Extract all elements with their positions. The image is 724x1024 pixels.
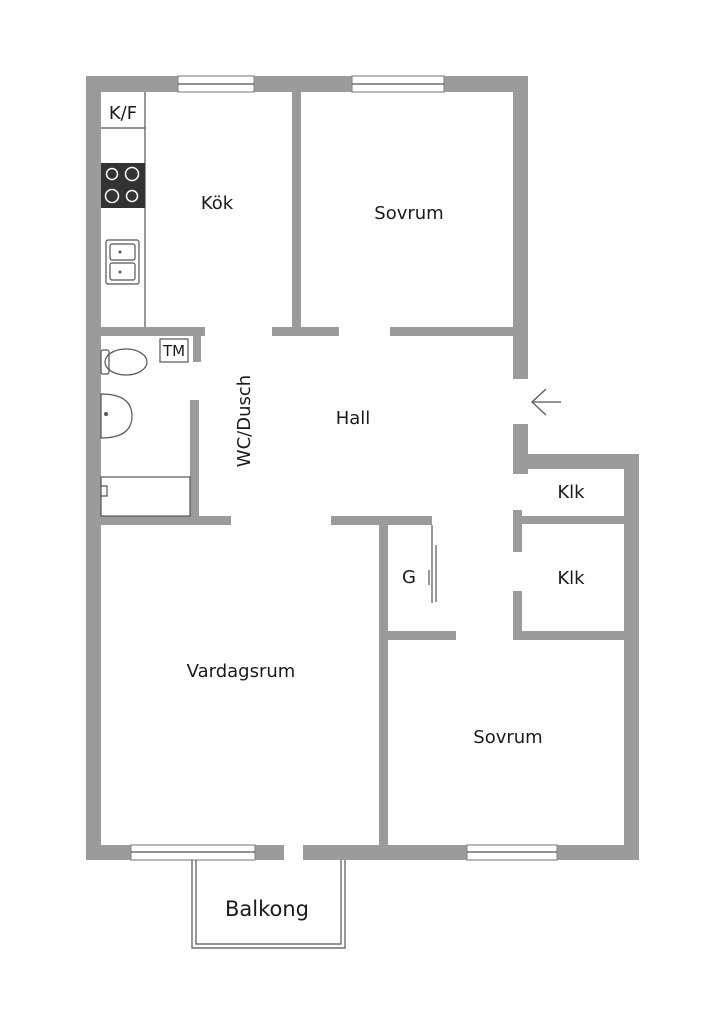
room-label-sovrum-bottom: Sovrum <box>473 727 542 748</box>
washing-machine-box <box>159 338 189 363</box>
room-label-kf: K/F <box>109 103 137 124</box>
room-label-kok: Kök <box>201 193 234 214</box>
windows <box>130 75 558 861</box>
room-label-vardagsrum: Vardagsrum <box>187 661 296 682</box>
room-label-hall: Hall <box>336 408 371 429</box>
room-label-tm: TM <box>162 342 185 360</box>
room-label-klk-top: Klk <box>557 482 585 503</box>
interior-walls <box>101 92 624 845</box>
arrow-left-icon <box>531 388 561 416</box>
sliding-door <box>428 525 437 603</box>
kitchen-counter <box>101 92 146 327</box>
room-label-g: G <box>402 567 416 588</box>
outer-walls <box>86 76 639 860</box>
room-label-sovrum-top: Sovrum <box>374 203 443 224</box>
toilet-icon <box>100 348 148 376</box>
shower-icon <box>100 476 191 517</box>
stove-icon <box>101 163 145 208</box>
room-label-klk-bottom: Klk <box>557 568 585 589</box>
washbasin-icon <box>100 393 133 439</box>
room-label-balkong: Balkong <box>225 897 309 921</box>
balcony <box>191 860 346 949</box>
sink-icon <box>105 239 140 285</box>
room-label-wc: WC/Dusch <box>234 375 255 467</box>
